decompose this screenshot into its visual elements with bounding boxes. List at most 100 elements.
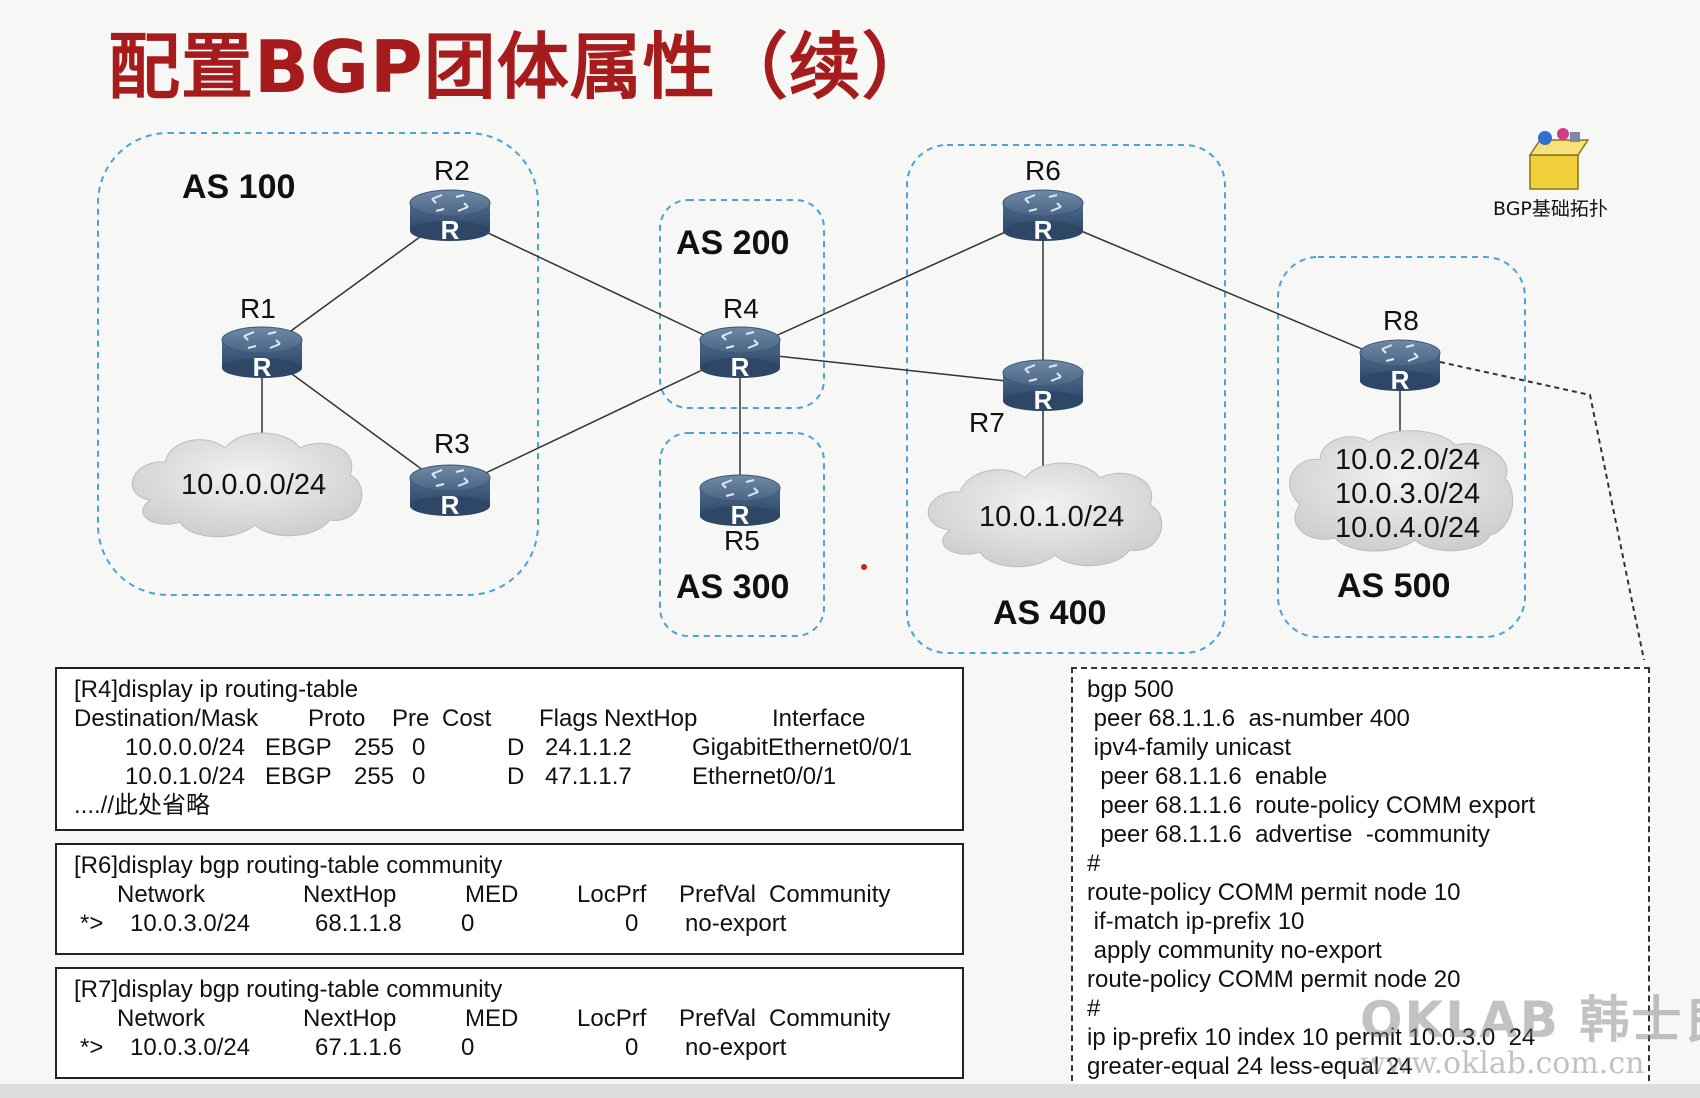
r6-header-network: Network [117, 881, 206, 908]
r6-row-med: 0 [461, 910, 475, 937]
r7-row-locprf: 0 [625, 1034, 639, 1061]
r4-row2-cost: 0 [412, 763, 426, 790]
r4-row2-nexthop: 47.1.1.7 [545, 763, 632, 790]
r4-row2-flags: D [507, 763, 525, 790]
r6-header-nexthop: NextHop [303, 881, 397, 908]
label-net-10-0-2-0: 10.0.2.0/24 [1335, 444, 1480, 476]
r7-row-network: 10.0.3.0/24 [130, 1034, 251, 1061]
label-net-10-0-1-0: 10.0.1.0/24 [979, 501, 1124, 533]
watermark-brand: OKLAB 韩士良 [1360, 991, 1700, 1049]
cloud-net0 [131, 432, 363, 538]
r4-row1-proto: EBGP [265, 734, 332, 761]
r6-row-network: 10.0.3.0/24 [130, 910, 251, 937]
config-line: if-match ip-prefix 10 [1087, 908, 1305, 935]
callout-line [1439, 361, 1646, 660]
file-icon[interactable] [1528, 128, 1590, 190]
as500-region [1277, 256, 1526, 638]
r7-row-nexthop: 67.1.1.6 [315, 1034, 402, 1061]
r7-header-nexthop: NextHop [303, 1005, 397, 1032]
config-line: ip ip-prefix 10 index 10 permit 10.0.3.0… [1087, 1024, 1536, 1051]
file-icon-label: BGP基础拓扑 [1493, 198, 1608, 220]
topology-diagram: R R R R R R R R R1 R2 R3 R4 R5 R6 R7 R8 … [97, 128, 1646, 660]
link-r3-r4 [449, 351, 741, 491]
label-as100: AS 100 [182, 168, 295, 206]
r4-row1-cost: 0 [412, 734, 426, 761]
r4-command: [R4]display ip routing-table [74, 676, 359, 703]
r8-config-box: bgp 500 peer 68.1.1.6 as-number 400 ipv4… [1071, 667, 1650, 1091]
router-glyph: R [731, 500, 750, 530]
router-glyph: R [1391, 365, 1410, 395]
r6-row-nexthop: 68.1.1.8 [315, 910, 402, 937]
r7-header-locprf: LocPrf [577, 1005, 647, 1032]
router-glyph: R [441, 490, 460, 520]
label-r4: R4 [723, 293, 759, 324]
pointer-dot [861, 564, 867, 570]
router-glyph: R [253, 352, 272, 382]
r7-row-med: 0 [461, 1034, 475, 1061]
links [261, 214, 1401, 491]
router-glyph: R [441, 215, 460, 245]
label-r5: R5 [724, 525, 760, 556]
router-glyph: R [1034, 385, 1053, 415]
r6-header-med: MED [465, 881, 519, 908]
config-line: peer 68.1.1.6 advertise -community [1087, 821, 1490, 848]
r4-row2-destination: 10.0.1.0/24 [125, 763, 246, 790]
as200-region [659, 199, 825, 409]
link-r6-r8 [1042, 214, 1401, 366]
link-r1-r2 [261, 214, 451, 353]
slide-title: 配置BGP团体属性（续） [108, 25, 935, 109]
link-r4-r6 [739, 214, 1044, 353]
r7-command: [R7]display bgp routing-table community [74, 976, 503, 1003]
r6-row-community: no-export [685, 910, 787, 937]
r4-routing-table-box: [R4]display ip routing-table Destination… [55, 667, 964, 831]
r4-row1-interface: GigabitEthernet0/0/1 [692, 734, 913, 761]
r7-header-med: MED [465, 1005, 519, 1032]
r4-row2-interface: Ethernet0/0/1 [692, 763, 837, 790]
r6-command: [R6]display bgp routing-table community [74, 852, 503, 879]
r7-community-box: [R7]display bgp routing-table community … [55, 967, 964, 1079]
label-net-10-0-3-0: 10.0.3.0/24 [1335, 478, 1480, 510]
r4-header-destination: Destination/Mask [74, 705, 259, 732]
label-r3: R3 [434, 428, 470, 459]
label-r8: R8 [1383, 305, 1419, 336]
link-r2-r4 [449, 214, 741, 353]
config-line: peer 68.1.1.6 as-number 400 [1087, 705, 1410, 732]
label-net-10-0-0-0: 10.0.0.0/24 [181, 469, 326, 501]
label-r7: R7 [969, 407, 1005, 438]
bottom-bar [0, 1084, 1700, 1098]
r7-header-network: Network [117, 1005, 206, 1032]
r4-row1-nexthop: 24.1.1.2 [545, 734, 632, 761]
r4-header-cost: Cost [442, 705, 492, 732]
router-glyph: R [1034, 215, 1053, 245]
cloud-net1 [927, 462, 1163, 568]
config-line: bgp 500 [1087, 676, 1174, 703]
r7-header-prefval: PrefVal [679, 1005, 756, 1032]
r6-row-status: *> [80, 910, 104, 937]
link-r1-r3 [261, 351, 451, 491]
label-as200: AS 200 [676, 224, 789, 262]
label-net-10-0-4-0: 10.0.4.0/24 [1335, 512, 1480, 544]
config-line: route-policy COMM permit node 10 [1087, 879, 1461, 906]
label-r1: R1 [240, 293, 276, 324]
label-as500: AS 500 [1337, 567, 1450, 605]
label-r6: R6 [1025, 155, 1061, 186]
r4-footer: ....//此处省略 [74, 792, 211, 819]
r6-community-box: [R6]display bgp routing-table community … [55, 843, 964, 955]
r4-row2-proto: EBGP [265, 763, 332, 790]
label-r2: R2 [434, 155, 470, 186]
config-line: ipv4-family unicast [1087, 734, 1292, 761]
r6-header-prefval: PrefVal [679, 881, 756, 908]
config-line: apply community no-export [1087, 937, 1382, 964]
as300-region [659, 432, 825, 637]
config-line: greater-equal 24 less-equal 24 [1087, 1053, 1413, 1080]
r4-row1-flags: D [507, 734, 525, 761]
r4-row2-pre: 255 [354, 763, 395, 790]
r6-header-locprf: LocPrf [577, 881, 647, 908]
label-as300: AS 300 [676, 568, 789, 606]
as100-region [97, 132, 539, 596]
r4-header-pre: Pre [392, 705, 430, 732]
r7-header-community: Community [769, 1005, 891, 1032]
config-line: route-policy COMM permit node 20 [1087, 966, 1461, 993]
config-line: peer 68.1.1.6 enable [1087, 763, 1328, 790]
